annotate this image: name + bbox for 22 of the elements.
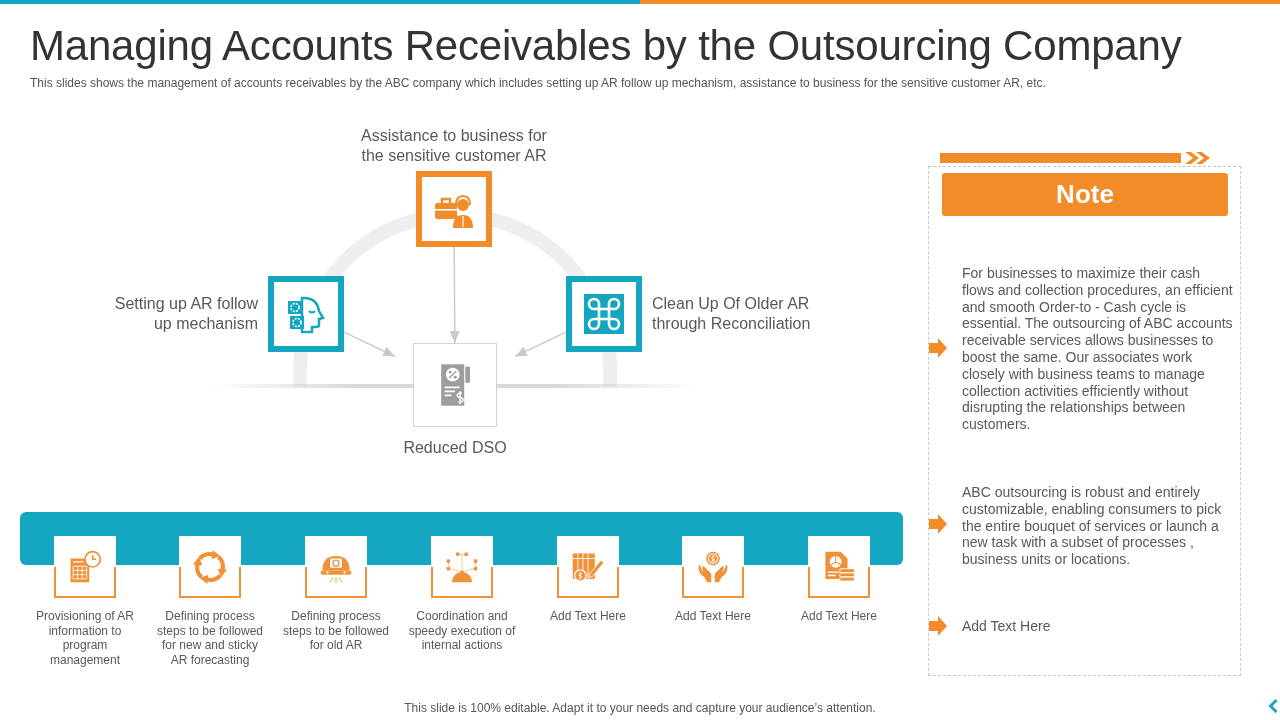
footer-note: This slide is 100% editable. Adapt it to your needs and capture your audience’s attention. <box>403 701 877 716</box>
note-text: Add Text Here <box>962 618 1052 635</box>
node-label: Assistance to business for the sensitive customer AR <box>360 126 548 165</box>
step-label: Add Text Here <box>674 609 752 624</box>
note-panel <box>928 166 1241 676</box>
arrow <box>343 331 396 358</box>
note-text: ABC outsourcing is robust and entirely customizable, enabling consumers to pick the entire bouquet of services or launch a new task with a subset of processes , business units or locations. <box>962 484 1223 568</box>
note-header: Note <box>942 173 1228 216</box>
step-label: Add Text Here <box>549 609 627 624</box>
node-label: Reduced DSO <box>402 438 508 458</box>
arrow <box>514 331 567 358</box>
arrow <box>449 246 460 344</box>
node-label: Setting up AR follow up mechanism <box>113 294 258 333</box>
subtitle: This slides shows the management of accounts receivables by the ABC company which includes setting up AR follow up mechanism, assistance to business for the sensitive customer AR, etc. <box>30 76 1047 91</box>
node-label: Clean Up Of Older AR through Reconciliation <box>652 294 812 333</box>
step-label: Add Text Here <box>800 609 878 624</box>
step-label: Provisioning of AR information to program management <box>34 609 136 667</box>
title: Managing Accounts Receivables by the Outsourcing Company <box>30 22 1182 70</box>
step-label: Coordination and speedy execution of internal actions <box>407 609 517 653</box>
step-label: Defining process steps to be followed for old AR <box>281 609 391 653</box>
note-text: For businesses to maximize their cash flows and collection procedures, an efficient and smooth Order-to - Cash cycle is essential. The outsourcing of ABC accounts receivable services allows businesses to boost the same. Our associates work closely with business teams to manage collection activities efficiently without disrupting the relationships between customers. <box>962 265 1234 433</box>
step-label: Defining process steps to be followed for new and sticky AR forecasting <box>155 609 265 667</box>
